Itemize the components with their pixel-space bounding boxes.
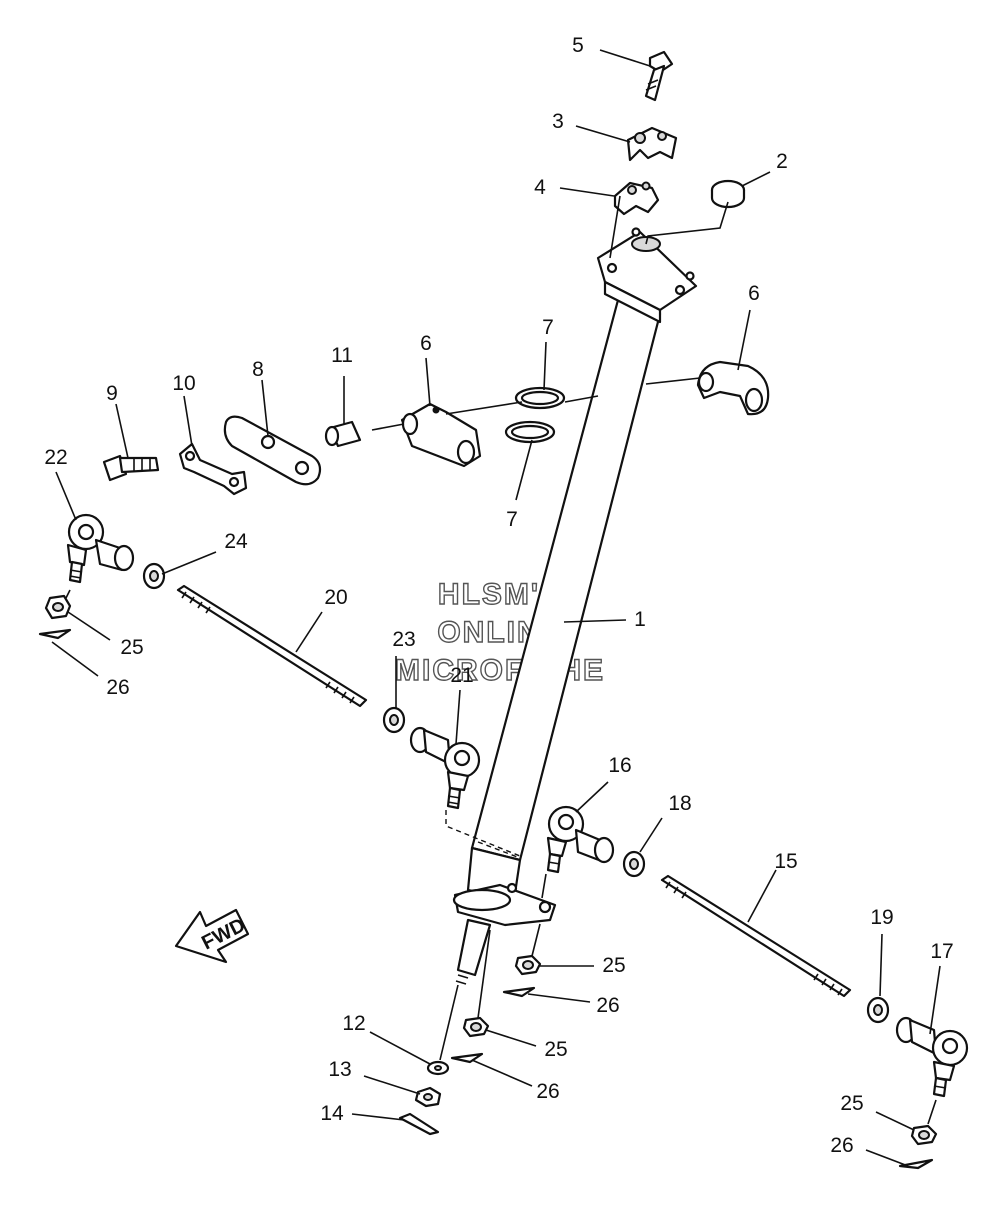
callout-13: 13 bbox=[328, 1058, 351, 1081]
callout-26-left: 26 bbox=[106, 676, 129, 699]
callout-25-center: 25 bbox=[602, 954, 625, 977]
callout-15: 15 bbox=[774, 850, 797, 873]
cotter-pin-14-part[interactable] bbox=[398, 1112, 440, 1136]
callout-8: 8 bbox=[252, 358, 264, 381]
callout-7-lower: 7 bbox=[506, 508, 518, 531]
castle-nut-center-part[interactable] bbox=[514, 954, 542, 976]
callout-leaders bbox=[51, 49, 941, 1167]
tie-rod-end-17-part[interactable] bbox=[895, 1016, 969, 1098]
bolt-9-part[interactable] bbox=[102, 454, 160, 482]
callout-6-left: 6 bbox=[420, 332, 432, 355]
callout-26-lower: 26 bbox=[536, 1080, 559, 1103]
cotter-pin-center-part[interactable] bbox=[502, 986, 536, 998]
bush-left-part[interactable] bbox=[400, 402, 482, 468]
nut-18-part[interactable] bbox=[622, 850, 646, 878]
nut-24-part[interactable] bbox=[142, 562, 166, 590]
bush-right-part[interactable] bbox=[696, 360, 770, 416]
callout-7-upper: 7 bbox=[542, 316, 554, 339]
callout-10: 10 bbox=[172, 372, 195, 395]
circlip-lower-part[interactable] bbox=[504, 420, 556, 444]
callout-26-center: 26 bbox=[596, 994, 619, 1017]
cotter-pin-left-part[interactable] bbox=[38, 628, 72, 640]
callout-22: 22 bbox=[44, 446, 67, 469]
callout-20: 20 bbox=[324, 586, 347, 609]
callout-18: 18 bbox=[668, 792, 691, 815]
castle-nut-left-part[interactable] bbox=[44, 594, 72, 620]
callout-4: 4 bbox=[534, 176, 546, 199]
callout-21: 21 bbox=[450, 664, 473, 687]
callout-6-right: 6 bbox=[748, 282, 760, 305]
nut-23-part[interactable] bbox=[382, 706, 406, 734]
tie-rod-20-part[interactable] bbox=[176, 584, 368, 708]
callout-12: 12 bbox=[342, 1012, 365, 1035]
tie-rod-end-16-part[interactable] bbox=[546, 805, 615, 874]
washer-12-part[interactable] bbox=[426, 1060, 450, 1076]
callout-25-left: 25 bbox=[120, 636, 143, 659]
callout-25-right: 25 bbox=[840, 1092, 863, 1115]
callout-16: 16 bbox=[608, 754, 631, 777]
nut-19-part[interactable] bbox=[866, 996, 890, 1024]
callout-5: 5 bbox=[572, 34, 584, 57]
collar-part[interactable] bbox=[613, 181, 660, 216]
lock-washer-part[interactable] bbox=[178, 442, 248, 496]
callout-19: 19 bbox=[870, 906, 893, 929]
tie-rod-15-part[interactable] bbox=[660, 874, 852, 998]
tie-rod-end-22-part[interactable] bbox=[66, 513, 135, 584]
forward-direction-arrow: FWD bbox=[174, 908, 250, 964]
assembly-lines bbox=[65, 195, 937, 1125]
cotter-pin-lower-part[interactable] bbox=[450, 1052, 484, 1064]
callout-1: 1 bbox=[634, 608, 646, 631]
watermark-line-3: MICROFICHE bbox=[395, 654, 605, 687]
tie-rod-end-21-part[interactable] bbox=[409, 726, 481, 810]
castle-nut-lower-part[interactable] bbox=[462, 1016, 490, 1038]
callout-9: 9 bbox=[106, 382, 118, 405]
callout-11: 11 bbox=[331, 344, 353, 367]
bush-part[interactable] bbox=[324, 420, 362, 448]
callout-25-lower: 25 bbox=[544, 1038, 567, 1061]
nut-13-part[interactable] bbox=[414, 1086, 442, 1108]
castle-nut-right-part[interactable] bbox=[910, 1124, 938, 1146]
circlip-upper-part[interactable] bbox=[514, 386, 566, 410]
callout-24: 24 bbox=[224, 530, 248, 553]
arm-plate-part[interactable] bbox=[223, 415, 322, 486]
callout-26-right: 26 bbox=[830, 1134, 853, 1157]
callout-3: 3 bbox=[552, 110, 564, 133]
callout-14: 14 bbox=[320, 1102, 344, 1125]
bolt-part[interactable] bbox=[644, 50, 674, 102]
callout-23: 23 bbox=[392, 628, 415, 651]
holder-part[interactable] bbox=[626, 126, 678, 162]
cap-part[interactable] bbox=[710, 179, 746, 209]
callout-labels: 5 3 4 2 6 7 6 11 8 10 9 22 24 7 20 1 25 … bbox=[44, 34, 953, 1157]
callout-17: 17 bbox=[930, 940, 953, 963]
callout-2: 2 bbox=[776, 150, 788, 173]
